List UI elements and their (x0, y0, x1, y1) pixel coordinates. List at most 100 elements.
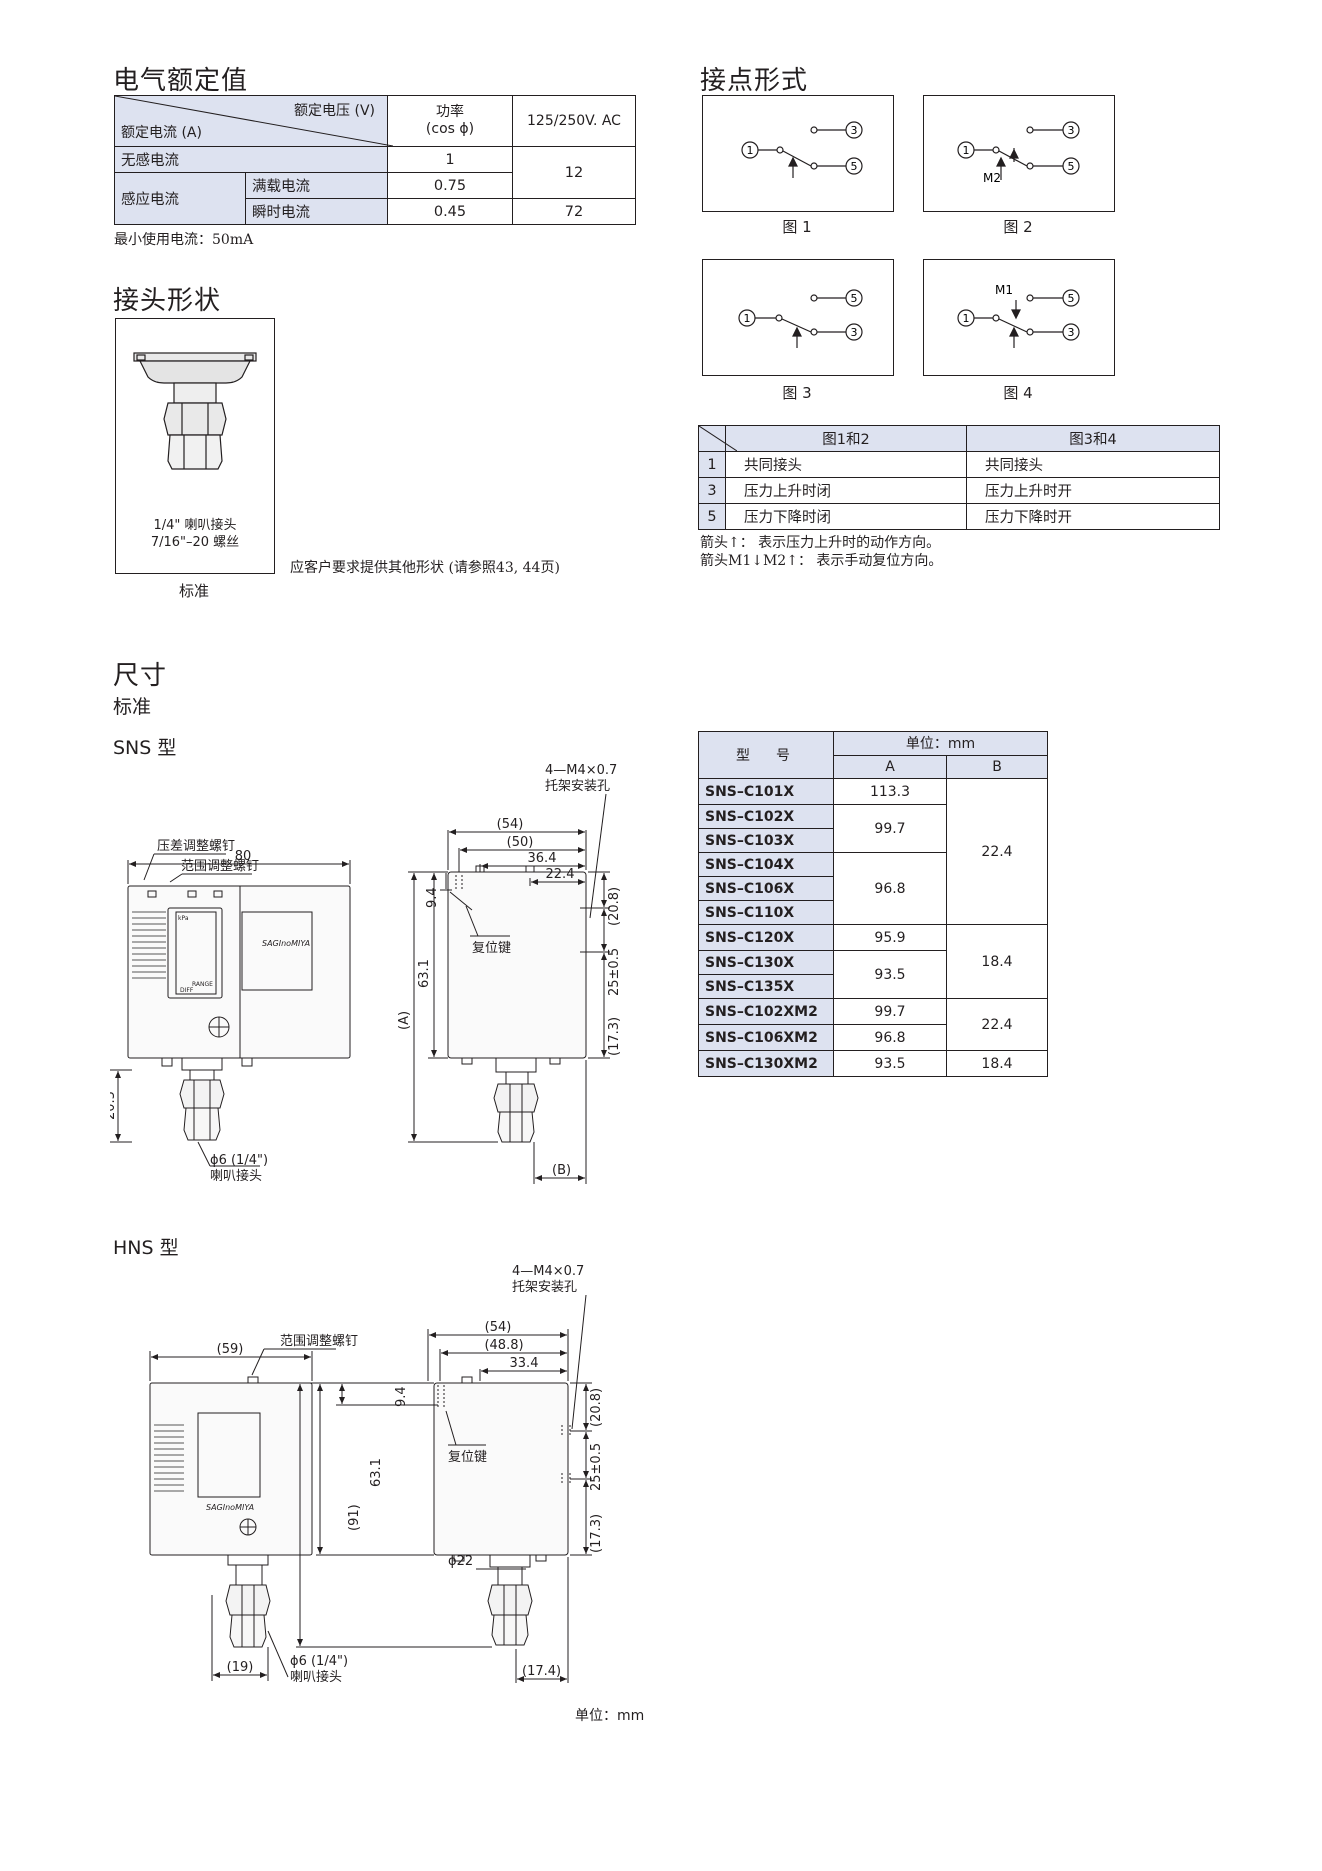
contacts-note-1: 箭头↑： 表示压力上升时的动作方向。 (700, 535, 941, 551)
header-ac: 125/250V. AC (512, 95, 636, 147)
hns-dim-91: (91) (347, 1504, 362, 1531)
svg-text:5: 5 (1068, 160, 1075, 173)
header-voltage: 额定电压 (V) (294, 103, 375, 119)
fitting-title: 接头形状 (113, 286, 222, 316)
dimensions-title: 尺寸 (113, 661, 168, 691)
model-a: 93.5 (833, 950, 947, 999)
m1-label: M1 (995, 283, 1013, 297)
label-mount-1: 4—M4×0.7 (545, 763, 617, 778)
svg-text:1: 1 (963, 312, 970, 325)
contact-figure-4: 1 5 3 M1 (923, 259, 1115, 376)
models-header-unit: 单位：mm (833, 731, 1048, 756)
fig4-caption: 图 4 (1003, 384, 1033, 402)
models-header-model: 型 号 (698, 731, 834, 779)
row-instant-value: 72 (512, 198, 636, 225)
dim-54: (54) (497, 817, 524, 832)
ratings-title: 电气额定值 (113, 66, 249, 96)
ratings-diag-header: 额定电压 (V) 额定电流 (A) (114, 95, 393, 147)
dim-25: 25±0.5 (607, 948, 622, 996)
dim-50: (50) (507, 835, 534, 850)
fig2-caption: 图 2 (1003, 218, 1033, 236)
model-name: SNS–C104X (698, 852, 834, 877)
dim-20-5: 20.5 (110, 1091, 118, 1120)
hns-brand-logo: SAGInoMIYA (206, 1503, 254, 1512)
fig1-caption: 图 1 (782, 218, 812, 236)
switch-diagram-4: 1 5 3 M1 (957, 283, 1080, 348)
unit-note: 单位：mm (575, 1708, 645, 1724)
dim-22-4: 22.4 (546, 867, 575, 882)
terminal-5: 5 (851, 160, 858, 173)
label-phi: ϕ6 (1/4") (210, 1153, 268, 1168)
model-a: 99.7 (833, 998, 947, 1025)
contacts-row-b: 共同接头 (966, 451, 1220, 478)
model-b: 22.4 (946, 998, 1048, 1051)
hns-title: HNS 型 (113, 1237, 179, 1259)
row-resistive-label: 无感电流 (114, 146, 388, 173)
models-header-a: A (833, 754, 947, 779)
row-resistive-pf: 1 (387, 146, 513, 173)
hns-label-phi: ϕ6 (1/4") (290, 1654, 348, 1669)
fitting-note: 应客户要求提供其他形状 (请参照43, 44页) (290, 560, 560, 576)
contacts-row-b: 压力上升时开 (966, 477, 1220, 504)
ratings-table: 额定电压 (V) 额定电流 (A) 功率(cos ϕ) 125/250V. AC… (114, 95, 636, 225)
svg-text:3: 3 (1068, 124, 1075, 137)
hns-dim-33-4: 33.4 (510, 1356, 539, 1371)
diagonal-line (115, 96, 393, 146)
contacts-note-2: 箭头M1↓M2↑： 表示手动复位方向。 (700, 553, 943, 569)
model-a: 96.8 (833, 852, 947, 925)
sns-title: SNS 型 (113, 737, 177, 759)
brand-logo: SAGInoMIYA (262, 939, 310, 948)
dim-9-4: 9.4 (425, 887, 440, 908)
hns-dim-63-1: 63.1 (369, 1458, 384, 1487)
hns-dim-54: (54) (485, 1320, 512, 1335)
model-a: 99.7 (833, 804, 947, 853)
hns-label-mount-2: 托架安装孔 (512, 1280, 577, 1295)
model-name: SNS–C102XM2 (698, 998, 834, 1025)
row-fullload-pf: 0.75 (387, 172, 513, 199)
hns-dim-48-8: (48.8) (484, 1338, 523, 1353)
contacts-diag (698, 425, 737, 452)
contacts-row-no: 1 (698, 451, 726, 478)
svg-text:3: 3 (851, 326, 858, 339)
contacts-title: 接点形式 (700, 66, 809, 96)
model-name: SNS–C103X (698, 828, 834, 853)
hns-dimension-drawing: 范围调整螺钉 (59) (19) ϕ6 (1/4") 喇叭接头 4—M4×0.7… (149, 1265, 604, 1685)
hns-label-flare: 喇叭接头 (290, 1669, 342, 1685)
dim-63-1: 63.1 (417, 959, 432, 988)
svg-text:kPa: kPa (178, 915, 189, 922)
switch-diagram-2: 1 3 5 M2 (957, 121, 1080, 185)
model-a: 113.3 (833, 778, 947, 805)
row-fullload-label: 满载电流 (245, 172, 388, 199)
contact-figure-1: 1 3 5 (702, 95, 894, 212)
row-instant-label: 瞬时电流 (245, 198, 388, 225)
svg-text:RANGE: RANGE (192, 981, 213, 988)
fig3-caption: 图 3 (782, 384, 812, 402)
switch-diagram-3: 1 5 3 (738, 289, 863, 348)
row-inductive-label: 感应电流 (114, 172, 246, 225)
fitting-caption: 标准 (178, 582, 209, 600)
contacts-row-a: 压力上升时闭 (725, 477, 967, 504)
svg-text:3: 3 (1068, 326, 1075, 339)
m2-label: M2 (983, 171, 1001, 185)
hns-label-range-screw: 范围调整螺钉 (280, 1334, 358, 1349)
contacts-row-no: 5 (698, 503, 726, 530)
model-name: SNS–C135X (698, 974, 834, 999)
contacts-row-a: 共同接头 (725, 451, 967, 478)
model-a: 95.9 (833, 924, 947, 951)
header-power: 功率(cos ϕ) (387, 95, 513, 147)
contacts-header-b: 图3和4 (966, 425, 1220, 452)
row-resistive-value: 12 (512, 146, 636, 199)
terminal-3: 3 (851, 124, 858, 137)
label-reset: 复位键 (472, 941, 511, 956)
dimensions-subtitle: 标准 (113, 696, 152, 718)
sns-dimension-drawing: 压差调整螺钉 范围调整螺钉 80 20.5 ϕ6 (1/4") 喇叭接头 4—M… (110, 763, 622, 1184)
label-range-screw: 范围调整螺钉 (181, 859, 259, 874)
svg-text:DIFF: DIFF (180, 987, 194, 994)
contacts-row-b: 压力下降时开 (966, 503, 1220, 530)
dim-17-3: (17.3) (607, 1017, 622, 1056)
dim-80: 80 (235, 849, 252, 864)
model-name: SNS–C106X (698, 876, 834, 901)
contact-figure-3: 1 5 3 (702, 259, 894, 376)
